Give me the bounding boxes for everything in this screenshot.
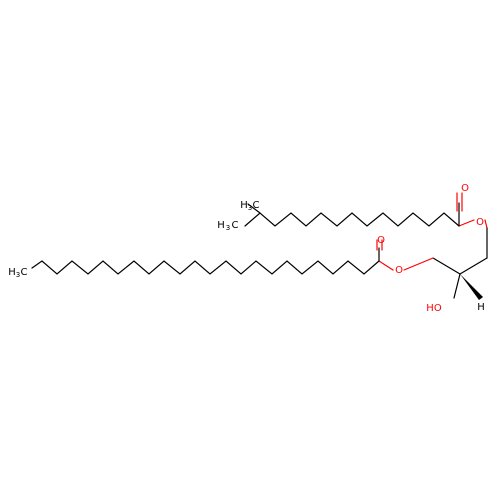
- methyl-label-top: H 3 C: [240, 200, 259, 212]
- glycerol-backbone: [432, 227, 488, 300]
- ethyl-top-c: C: [232, 220, 239, 231]
- top-chain-bonds: [244, 212, 460, 227]
- backbone-bond-3: [432, 257, 461, 275]
- methyl-bottom-c: C: [21, 267, 28, 278]
- top-ester-bond-2: [484, 219, 488, 229]
- methyl-bottom-subscript: 3: [16, 271, 20, 279]
- methyl-top-h: H: [240, 200, 248, 211]
- bottom-acyl-chain: [31, 239, 434, 275]
- top-branch-bond: [247, 203, 261, 214]
- backbone-bond-2: [459, 257, 488, 275]
- hydroxyl-label: HO: [426, 303, 442, 314]
- top-ester-bond-1: [458, 219, 475, 227]
- bottom-chain-bonds: [31, 260, 380, 275]
- ethyl-label-top: H 3 C: [217, 220, 238, 232]
- methyl-bottom-h: H: [8, 267, 16, 278]
- ester-oxygen-top: O: [476, 217, 484, 228]
- stereo-wedge: [460, 274, 483, 300]
- ethyl-top-subscript: 3: [226, 224, 230, 232]
- methyl-top-subscript: 3: [248, 204, 252, 212]
- methyl-label-bottom: H 3 C: [8, 267, 27, 279]
- stereo-hydrogen-label: H: [477, 302, 485, 313]
- bottom-ester-bond-2: [378, 260, 394, 271]
- hydroxyl-bond: [453, 273, 461, 299]
- top-acyl-chain: [244, 192, 488, 229]
- carbonyl-oxygen-bottom: O: [377, 235, 385, 246]
- ester-oxygen-bottom: O: [395, 265, 403, 276]
- ethyl-top-h: H: [217, 220, 225, 231]
- methyl-top-c: C: [253, 200, 260, 211]
- bottom-ester-bond-1: [403, 257, 434, 271]
- carbonyl-oxygen-top: O: [461, 183, 469, 194]
